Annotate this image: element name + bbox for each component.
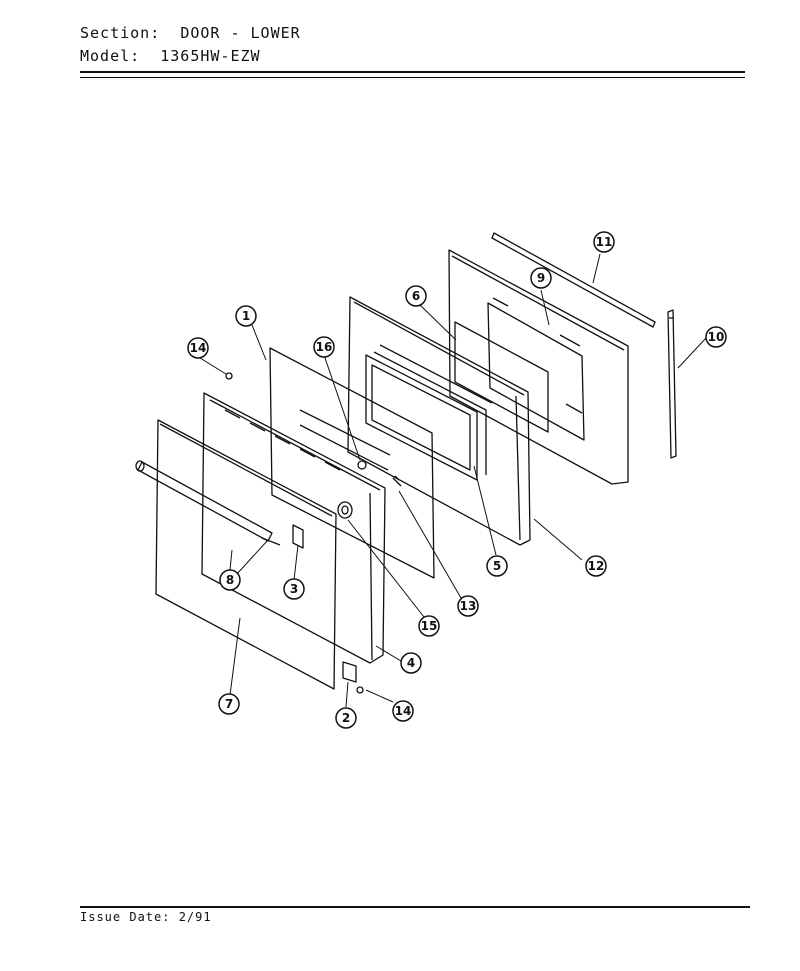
callout-3: 3 bbox=[290, 582, 298, 596]
callout-14-lower: 14 bbox=[395, 704, 412, 718]
callout-14: 14 bbox=[190, 341, 207, 355]
part-hinge-clip bbox=[342, 661, 357, 683]
section-value: DOOR - LOWER bbox=[180, 24, 301, 42]
part-inner-door-panel bbox=[201, 392, 386, 664]
part-handle-bracket bbox=[292, 524, 304, 549]
callout-9: 9 bbox=[537, 271, 545, 285]
leader-lines bbox=[199, 253, 708, 708]
callout-8: 8 bbox=[226, 573, 234, 587]
callout-11-circle bbox=[593, 231, 615, 253]
callout-5-circle bbox=[486, 555, 508, 577]
section-label: Section: bbox=[80, 24, 161, 42]
callout-6: 6 bbox=[412, 289, 420, 303]
header-rule-thick bbox=[80, 71, 745, 73]
callout-14b-circle bbox=[392, 700, 414, 722]
part-screw-13 bbox=[392, 475, 402, 487]
callout-4-circle bbox=[400, 652, 422, 674]
callout-1-circle bbox=[235, 305, 257, 327]
callout-7: 7 bbox=[225, 697, 233, 711]
section-line: Section: DOOR - LOWER bbox=[80, 22, 745, 45]
part-inner-sheet bbox=[269, 347, 435, 579]
part-door-liner bbox=[448, 249, 629, 485]
part-top-trim bbox=[491, 232, 656, 328]
model-label: Model: bbox=[80, 47, 141, 65]
callout-4: 4 bbox=[407, 656, 415, 670]
callout-5: 5 bbox=[493, 559, 501, 573]
part-grommet bbox=[337, 501, 353, 519]
part-side-trim bbox=[667, 309, 677, 459]
callout-10: 10 bbox=[708, 330, 725, 344]
callout-16: 16 bbox=[316, 340, 333, 354]
part-screw-14 bbox=[225, 372, 364, 694]
callout-6-circle bbox=[405, 285, 427, 307]
callout-2: 2 bbox=[342, 711, 350, 725]
model-line: Model: 1365HW-EZW bbox=[80, 45, 745, 68]
footer-rule bbox=[80, 906, 750, 908]
callout-3-circle bbox=[283, 578, 305, 600]
callout-15-circle bbox=[418, 615, 440, 637]
callout-8-circle bbox=[219, 569, 241, 591]
part-handle bbox=[135, 460, 281, 546]
callout-2-circle bbox=[335, 707, 357, 729]
callout-12: 12 bbox=[588, 559, 605, 573]
callout-16-circle bbox=[313, 336, 335, 358]
callout-15: 15 bbox=[421, 619, 438, 633]
callout-14-circle bbox=[187, 337, 209, 359]
callout-7-circle bbox=[218, 693, 240, 715]
callout-11: 11 bbox=[596, 235, 613, 249]
part-outer-door-panel bbox=[155, 419, 337, 690]
part-fastener-16 bbox=[357, 460, 367, 470]
callout-12-circle bbox=[585, 555, 607, 577]
part-window-pack bbox=[365, 344, 493, 481]
callout-13-circle bbox=[457, 595, 479, 617]
callout-13: 13 bbox=[460, 599, 477, 613]
issue-date: Issue Date: 2/91 bbox=[80, 910, 212, 924]
callout-9-circle bbox=[530, 267, 552, 289]
diagram-header: Section: DOOR - LOWER Model: 1365HW-EZW bbox=[80, 22, 745, 68]
model-value: 1365HW-EZW bbox=[160, 47, 261, 65]
callout-10-circle bbox=[705, 326, 727, 348]
callout-1: 1 bbox=[242, 309, 250, 323]
header-rule-thin bbox=[80, 77, 745, 78]
part-rear-glass bbox=[454, 321, 549, 433]
